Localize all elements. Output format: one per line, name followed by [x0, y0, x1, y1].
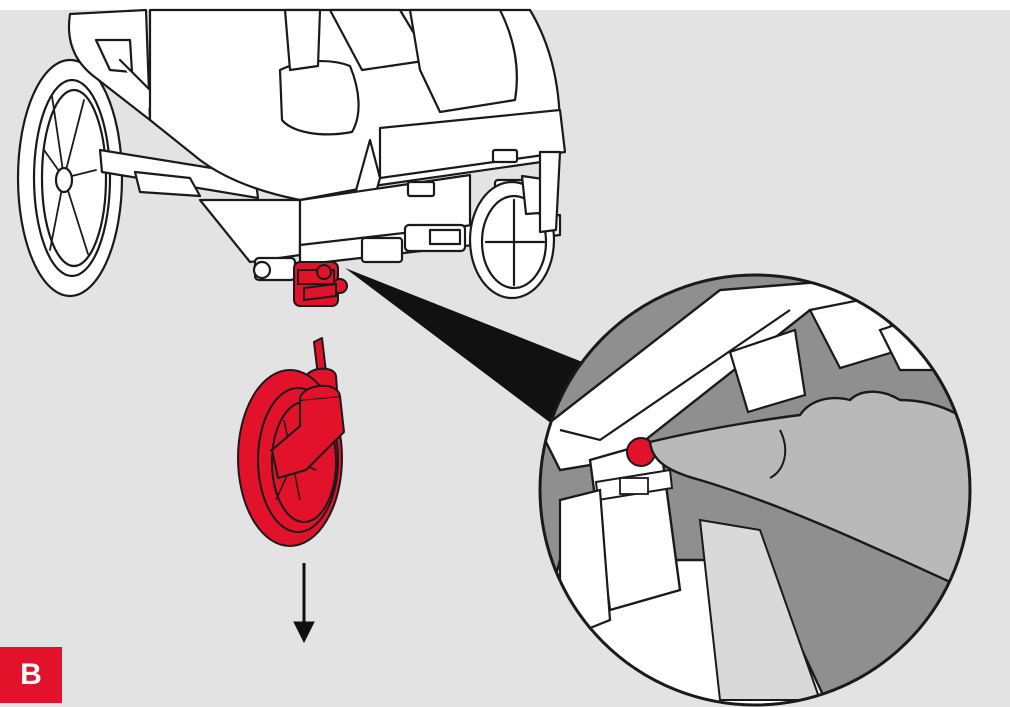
mounted-fork-red — [293, 261, 348, 307]
rear-wheel — [16, 58, 124, 298]
finger-press-icon — [648, 390, 970, 602]
magnifier-callout — [538, 273, 972, 707]
swivel-wheel-red — [237, 337, 345, 547]
stroller-body — [16, 8, 567, 300]
down-arrow-icon — [293, 563, 315, 644]
front-right-wheel — [468, 150, 562, 300]
step-badge: B — [0, 647, 62, 703]
callout-beam — [345, 268, 590, 430]
step-label: B — [20, 658, 42, 691]
